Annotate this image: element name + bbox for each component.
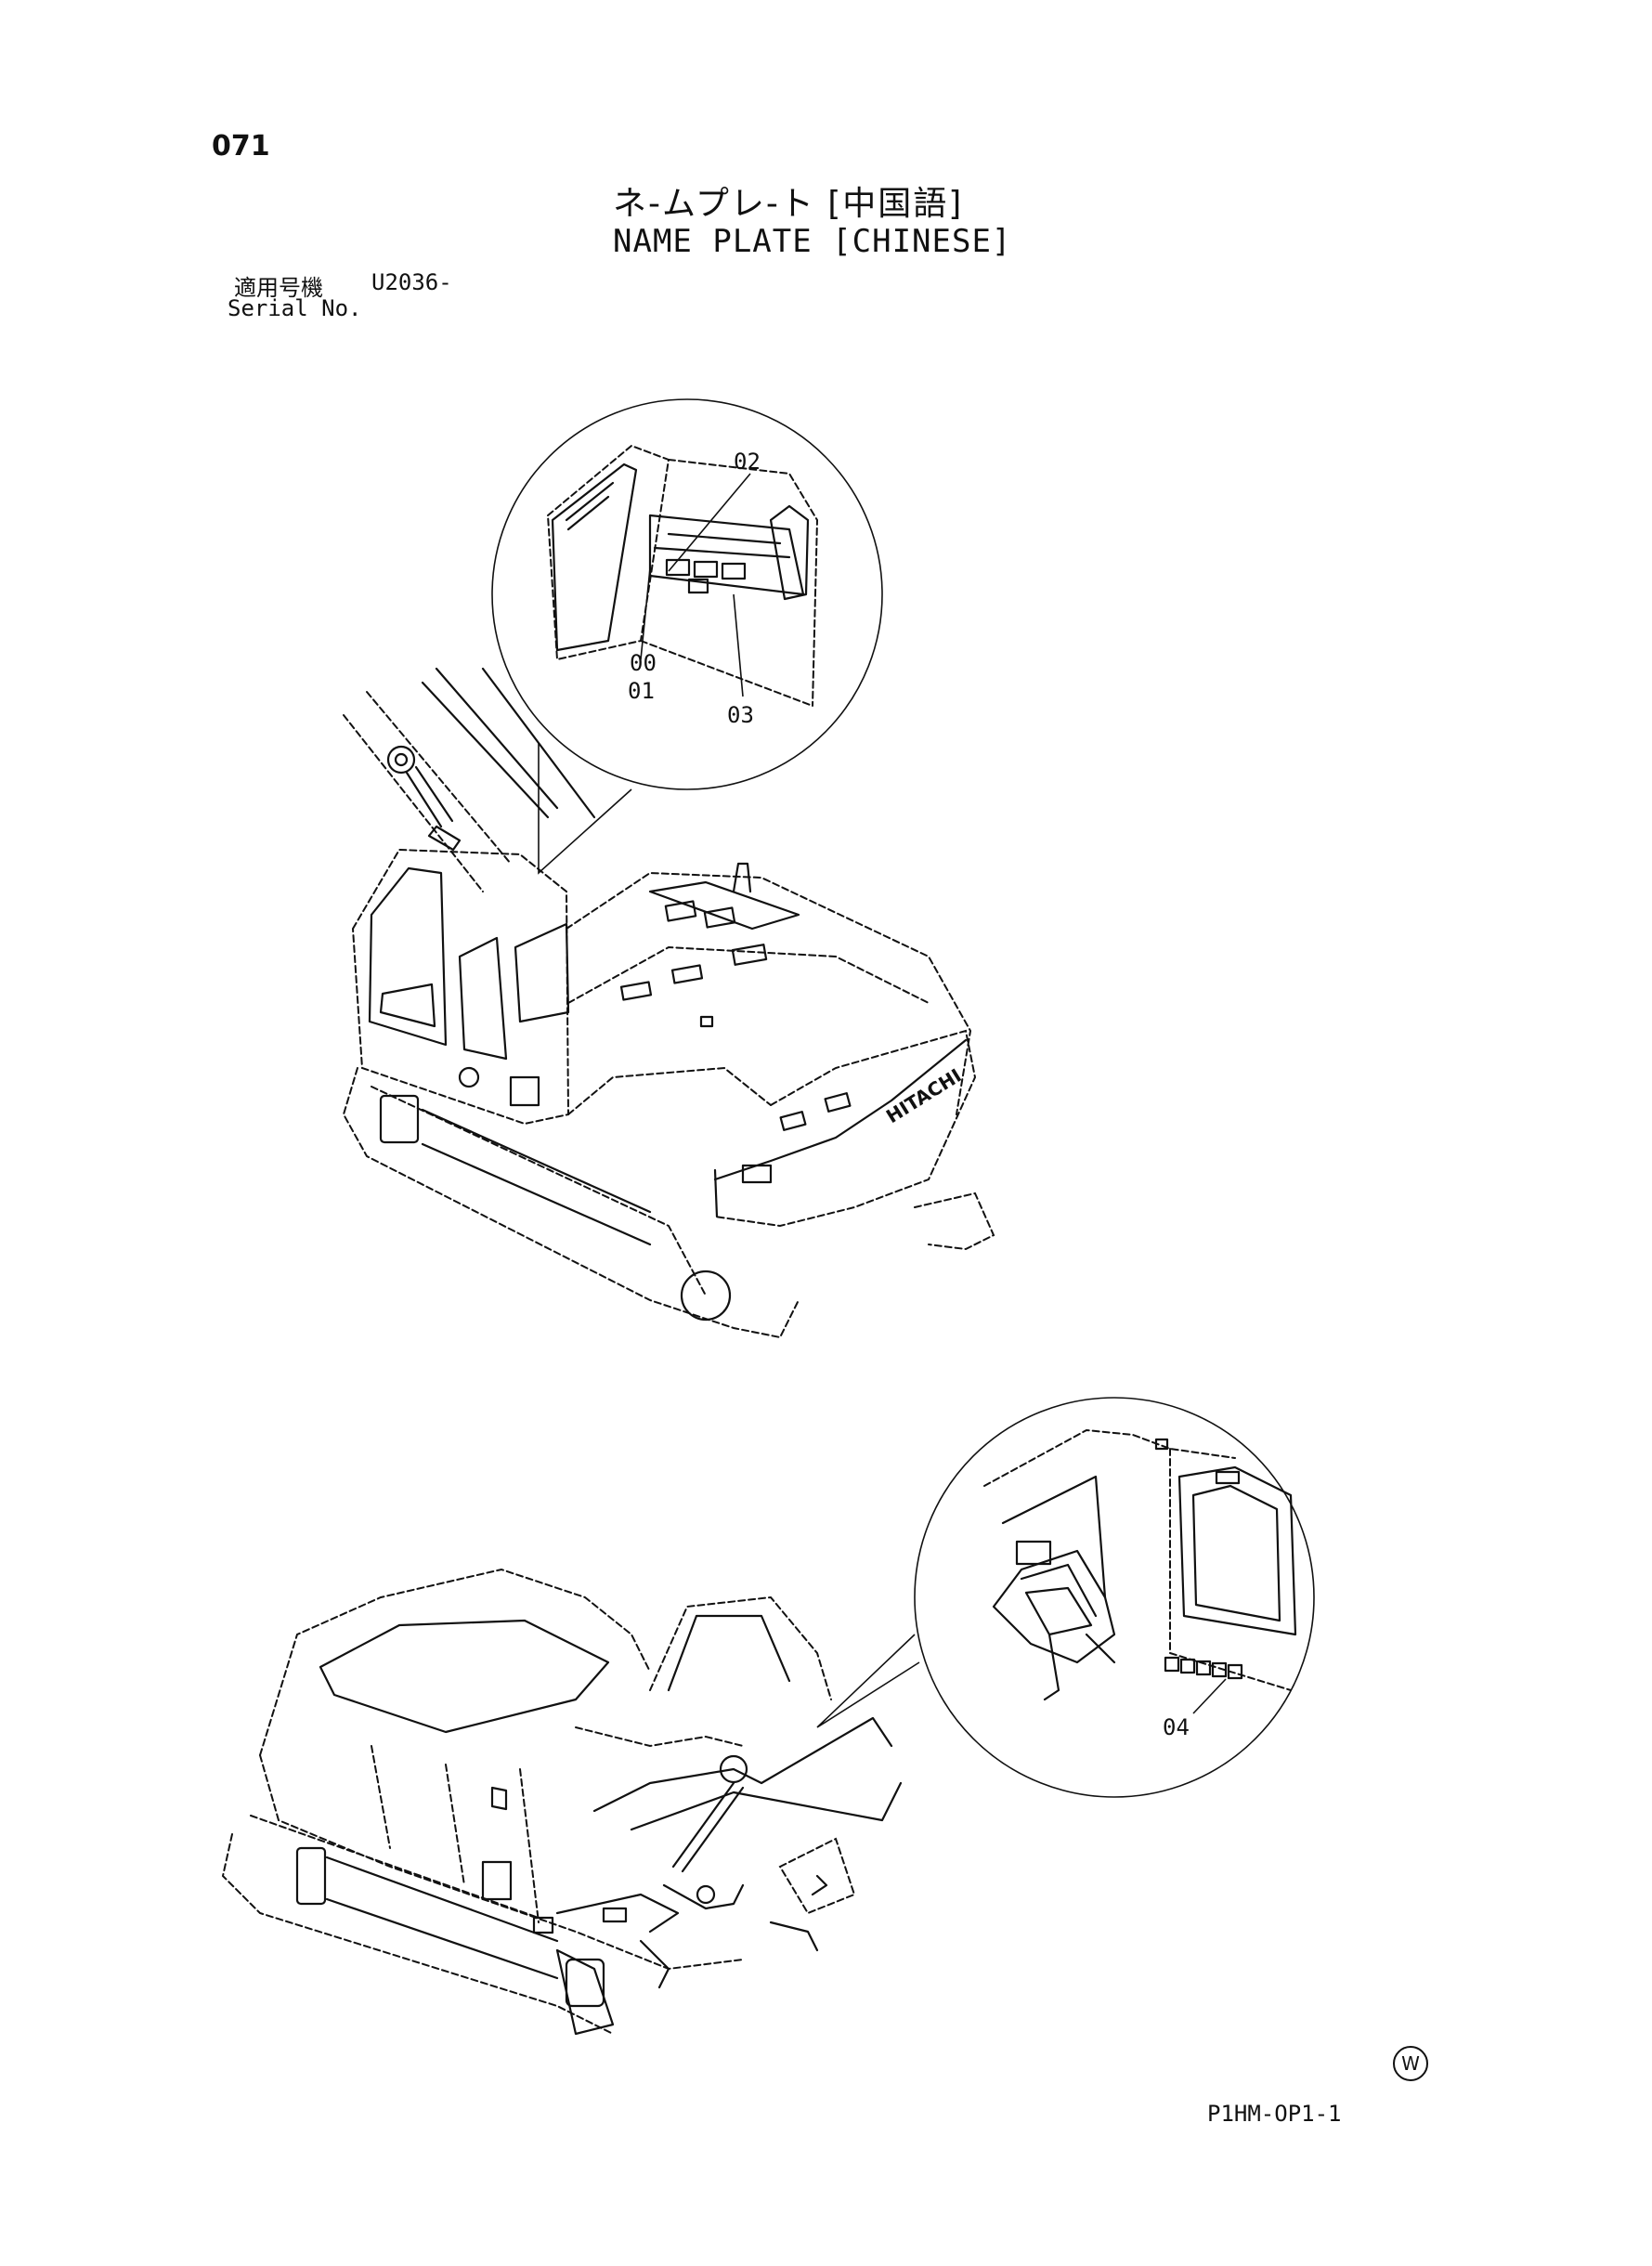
serial-value: U2036- [371, 269, 452, 295]
excavator-bottom-illustration [221, 1568, 903, 2036]
excavator-top-illustration: HITACHI [342, 667, 995, 1339]
callout-01: 01 [628, 678, 655, 704]
callout-02: 02 [734, 449, 761, 475]
w-mark-icon: W [1393, 2046, 1428, 2081]
title-english: NAME PLATE [CHINESE] [613, 223, 1012, 260]
detail-circle-top: 02 00 01 03 [491, 398, 883, 875]
page-number: 071 [212, 130, 270, 163]
detail-circle-bottom: 04 [816, 1397, 1315, 1798]
serial-label-english: Serial No. [228, 295, 362, 321]
serial-label-japanese: 適用号機 [234, 275, 323, 301]
callout-04: 04 [1163, 1714, 1190, 1740]
callout-03: 03 [727, 702, 754, 728]
title-japanese: ネ-ムプレ-ト [中国語] [613, 185, 964, 223]
drawing-code: P1HM-OP1-1 [1207, 2101, 1342, 2127]
callout-00: 00 [630, 650, 657, 676]
